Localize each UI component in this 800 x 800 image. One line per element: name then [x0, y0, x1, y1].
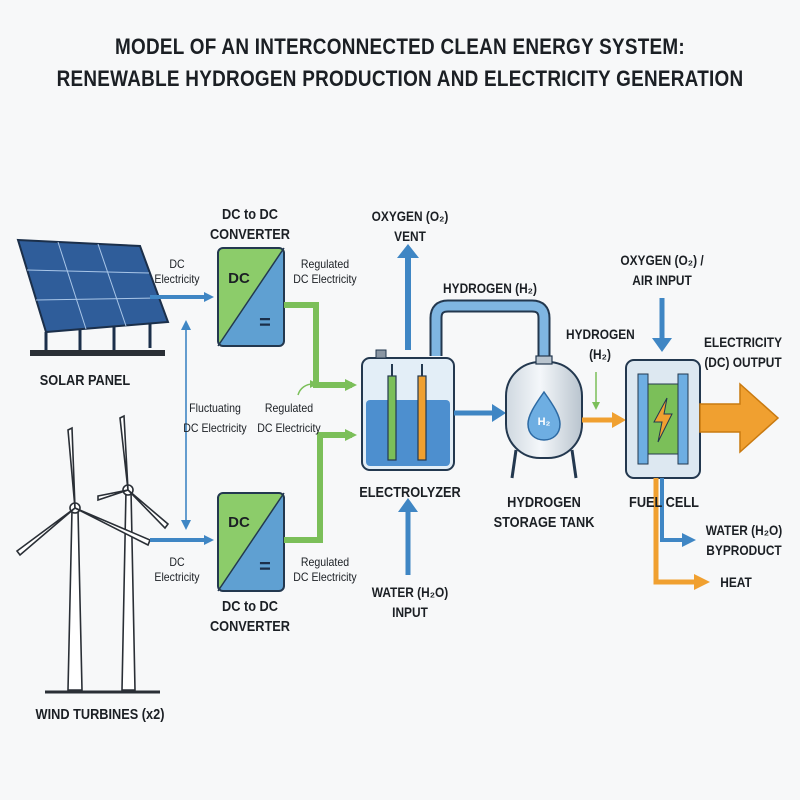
water-input-label-1: WATER (H₂O) — [371, 584, 449, 600]
air-input-label-2: AIR INPUT — [632, 272, 692, 288]
hydrogen-pipe-label: HYDROGEN (H₂) — [443, 280, 537, 296]
lightning-bolt-icon — [653, 397, 673, 443]
diagram-title-line1: MODEL OF AN INTERCONNECTED CLEAN ENERGY … — [115, 34, 685, 59]
wind-turbine-icon — [15, 414, 170, 694]
oxygen-vent-label-2: VENT — [394, 228, 426, 244]
tank-h2-badge: H₂ — [537, 416, 551, 428]
hydrogen-feed-label-2: (H₂) — [589, 346, 611, 362]
heat-arrow — [653, 478, 696, 585]
electrolyzer-label: ELECTROLYZER — [359, 484, 461, 501]
diagram-title-line2: RENEWABLE HYDROGEN PRODUCTION AND ELECTR… — [56, 66, 744, 91]
electricity-output-arrow — [699, 382, 780, 454]
solar-panel-label: SOLAR PANEL — [39, 372, 131, 389]
converter-top-label-2: CONVERTER — [209, 226, 291, 243]
hydrogen-feed-label-1: HYDROGEN — [566, 326, 635, 342]
dc-electricity-top-label-1: DC — [169, 257, 185, 271]
regulated-line-bottom — [284, 429, 357, 543]
hydrogen-pipe-outline — [429, 299, 551, 362]
electricity-output-label-2: (DC) OUTPUT — [704, 354, 782, 370]
dc-electricity-bottom-label-1: DC — [169, 555, 185, 569]
water-byproduct-label-1: WATER (H₂O) — [705, 522, 783, 538]
water-input-label-2: INPUT — [392, 604, 428, 620]
converter-top-equals-symbol: = — [259, 312, 271, 334]
oxygen-vent-label-1: OXYGEN (O₂) — [371, 208, 449, 224]
dc-electricity-top-label-2: Electricity — [154, 272, 200, 286]
wind-turbines-label: WIND TURBINES (x2) — [35, 706, 165, 723]
solar-panel-icon — [16, 238, 170, 356]
storage-tank-label-1: HYDROGEN — [507, 494, 581, 511]
heat-label: HEAT — [720, 574, 752, 590]
regulated-bottom-label-2: DC Electricity — [293, 570, 357, 584]
fuel-cell-unit — [625, 359, 701, 479]
converter-bottom-label-2: CONVERTER — [209, 618, 291, 635]
hydrogen-storage-tank — [505, 355, 583, 479]
regulated-line-top — [284, 302, 357, 391]
converter-top-box — [217, 247, 285, 347]
electrolyzer-unit — [361, 349, 455, 471]
converter-top-label-1: DC to DC — [222, 206, 278, 223]
air-input-label-1: OXYGEN (O₂) / — [620, 252, 704, 268]
converter-top-dc-text: DC — [228, 270, 250, 287]
regulated-mid-label-2: DC Electricity — [257, 421, 321, 435]
fluctuating-label-1: Fluctuating — [189, 401, 241, 415]
electricity-output-label-1: ELECTRICITY — [703, 334, 783, 350]
water-byproduct-label-2: BYPRODUCT — [706, 542, 782, 558]
converter-bottom-equals-symbol: = — [259, 556, 271, 578]
hydrogen-drop-icon — [527, 390, 561, 441]
regulated-top-label-1: Regulated — [300, 257, 350, 271]
regulated-top-label-2: DC Electricity — [293, 272, 357, 286]
fluctuating-label-2: DC Electricity — [183, 421, 247, 435]
water-byproduct-arrow — [660, 478, 684, 542]
regulated-mid-label-1: Regulated — [264, 401, 314, 415]
converter-bottom-dc-text: DC — [228, 514, 250, 531]
dc-electricity-bottom-label-2: Electricity — [154, 570, 200, 584]
converter-bottom-label-1: DC to DC — [222, 598, 278, 615]
regulated-bottom-label-1: Regulated — [300, 555, 350, 569]
storage-tank-label-2: STORAGE TANK — [493, 514, 595, 531]
fuel-cell-label: FUEL CELL — [629, 494, 699, 511]
